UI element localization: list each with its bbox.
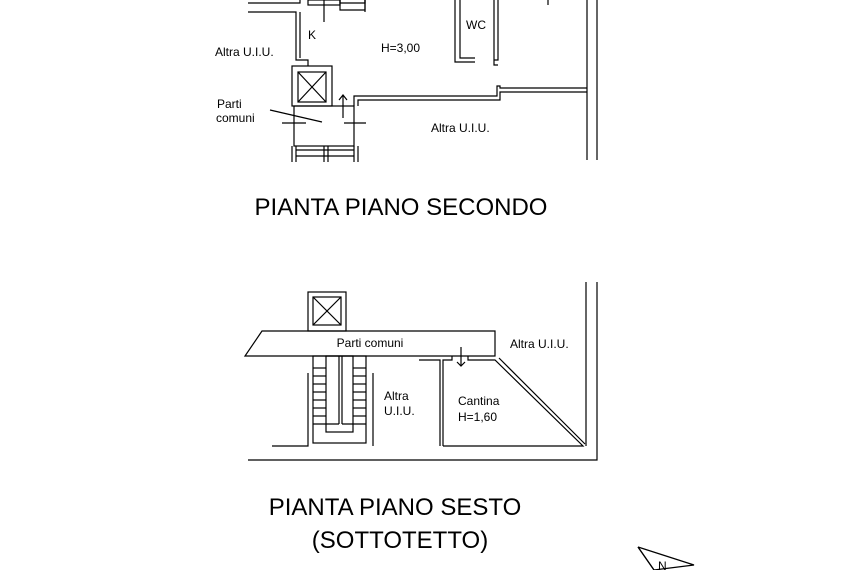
second-floor-plan: K H=3,00 WC Altra U.I.U. Altra U.I.U. Pa… (215, 0, 598, 221)
room-label-other-unit-line2: U.I.U. (384, 404, 415, 418)
plan-title-sixth-floor: PIANTA PIANO SESTO (269, 494, 522, 521)
room-label-other-unit-left: Altra U.I.U. (215, 45, 274, 59)
wc-wall (454, 0, 475, 63)
elevator (297, 71, 327, 103)
room-label-kitchen: K (308, 28, 316, 42)
room-label-other-unit-right: Altra U.I.U. (431, 121, 490, 135)
common-parts-label: Parti comuni (337, 336, 404, 350)
room-label-other-unit-line1: Altra (384, 389, 409, 403)
landing (293, 105, 355, 147)
room-label-other-unit-right: Altra U.I.U. (510, 337, 569, 351)
plan-subtitle-attic: (SOTTOTETTO) (312, 527, 488, 554)
room-label-cellar: Cantina (458, 394, 500, 408)
north-arrow-icon: N (637, 546, 695, 570)
room-height-label: H=3,00 (381, 41, 420, 55)
plan-title-second-floor: PIANTA PIANO SECONDO (255, 194, 548, 221)
elevator (312, 296, 342, 326)
north-label: N (658, 559, 667, 570)
staircase (312, 355, 367, 444)
sixth-floor-plan: Parti comuni Altra U.I.U. Altra U.I.U. C… (243, 282, 598, 554)
common-parts-label-line1: Parti (217, 97, 242, 111)
common-parts-label-line2: comuni (216, 111, 255, 125)
staircase (291, 146, 359, 162)
common-parts-area (243, 330, 496, 357)
walls (248, 0, 598, 162)
room-label-wc: WC (466, 18, 486, 32)
cellar-height-label: H=1,60 (458, 410, 497, 424)
